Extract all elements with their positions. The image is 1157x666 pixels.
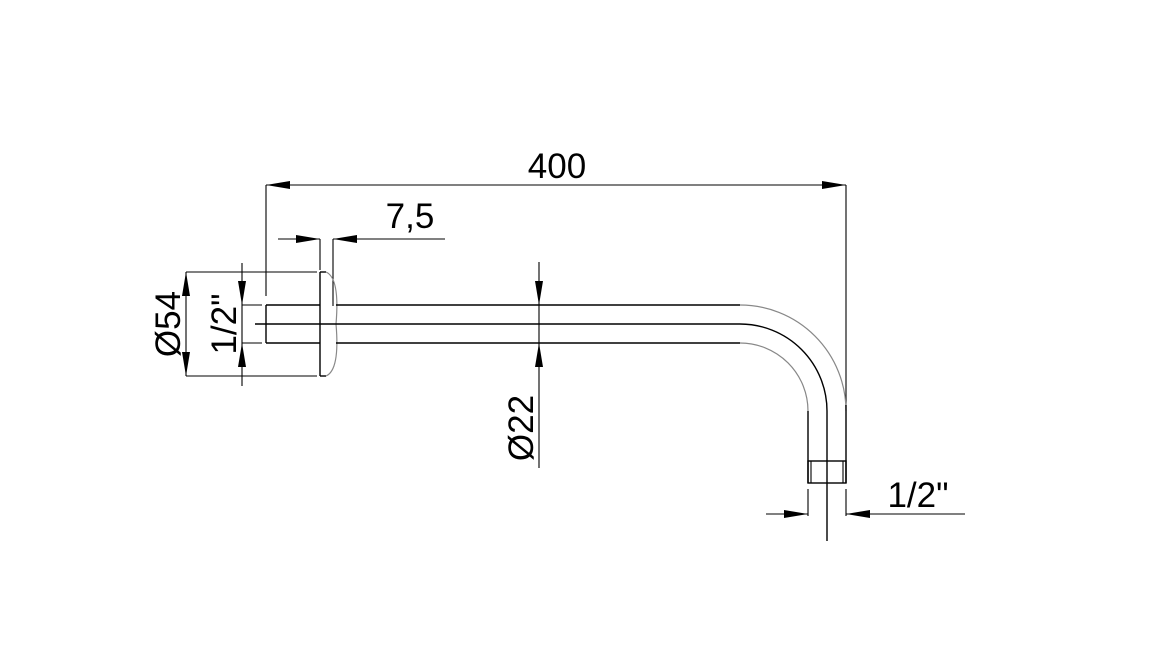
- inlet-thread-label: 1/2": [205, 293, 244, 354]
- pipe-vertical: [807, 405, 847, 541]
- dimension-overall-length: 400: [265, 147, 847, 405]
- arrowhead-down: [535, 281, 543, 305]
- arrowhead-down: [182, 352, 190, 376]
- pipe-bend: [739, 304, 847, 412]
- dimension-inlet-thread: 1/2": [205, 263, 262, 386]
- arrowhead-right: [822, 181, 846, 189]
- arrowhead-up: [238, 343, 246, 367]
- arrowhead-left: [846, 510, 870, 518]
- pipe-diameter-label: Ø22: [502, 395, 541, 461]
- arrowhead-up: [535, 343, 543, 367]
- arrowhead-left: [296, 235, 320, 243]
- arrowhead-down: [238, 281, 246, 305]
- flange-diameter-label: Ø54: [149, 291, 188, 357]
- arrowhead-right: [784, 510, 808, 518]
- dimension-outlet-thread: 1/2": [766, 476, 965, 518]
- arrowhead-up: [182, 272, 190, 296]
- dimension-flange-thickness: 7,5: [278, 197, 445, 306]
- dimension-flange-diameter: Ø54: [149, 271, 317, 377]
- flange-thickness-label: 7,5: [386, 197, 435, 236]
- arrowhead-left: [266, 181, 290, 189]
- overall-length-label: 400: [528, 147, 586, 186]
- pipe-straight: [255, 304, 740, 344]
- outlet-thread: [807, 460, 847, 484]
- arrowhead-right: [333, 235, 357, 243]
- dimension-pipe-diameter: Ø22: [502, 262, 543, 468]
- outlet-thread-label: 1/2": [887, 476, 948, 515]
